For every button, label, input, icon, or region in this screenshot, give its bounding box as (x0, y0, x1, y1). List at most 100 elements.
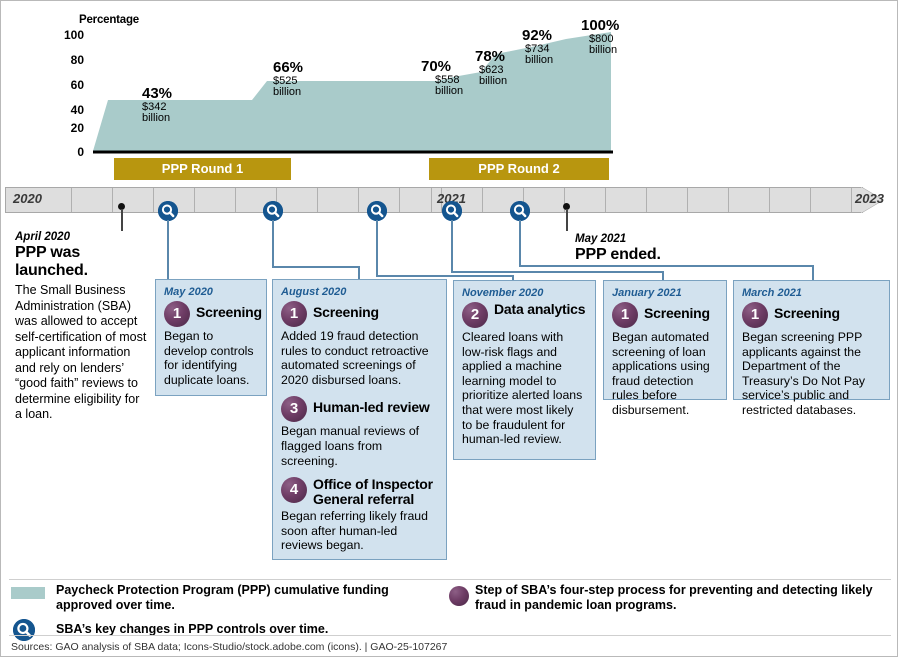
legend-magnifier-icon (13, 619, 35, 641)
event-stem-april-2020 (121, 209, 123, 231)
annotation-date: April 2020 (15, 231, 70, 243)
datalabel-amt-5b: billion (525, 54, 554, 66)
annotation-headline: PPP was launched. (15, 244, 88, 279)
annotation-may-2021: May 2021 PPP ended. (575, 233, 725, 264)
event-dot-april-2020 (118, 203, 125, 210)
card-november-2020[interactable]: November 2020 2 Data analytics Cleared l… (453, 280, 596, 460)
annotation-april-2020: April 2020 PPP was launched. The Small B… (15, 231, 147, 423)
ytick-100: 100 (63, 28, 84, 42)
datalabel-amt-3a: $558 (435, 74, 460, 86)
datalabel-amt-1a: $342 (142, 101, 167, 113)
connector-card-2-v2 (358, 266, 360, 279)
step-body: Began to develop controls for identifyin… (164, 329, 254, 387)
event-stem-may-2021 (566, 209, 568, 231)
datalabel-pct-1: 43% (142, 85, 173, 102)
connector-card-3-h (376, 275, 514, 277)
chart-axis-title: Percentage (79, 14, 140, 26)
connector-card-4-v1 (451, 220, 453, 272)
connector-card-5-v1 (519, 220, 521, 266)
legend-area-swatch (11, 587, 45, 599)
timeline: 2020 2021 2023 (5, 187, 895, 213)
datalabel-amt-5a: $734 (525, 43, 550, 55)
timeline-magnifier-icon-january-2021[interactable] (442, 201, 462, 221)
source-line: Sources: GAO analysis of SBA data; Icons… (11, 641, 448, 653)
step-body: Began referring likely fraud soon after … (281, 509, 428, 553)
step-title: Screening (196, 304, 262, 320)
card-date: May 2020 (164, 286, 213, 298)
datalabel-amt-3b: billion (435, 85, 464, 97)
step-body: Began manual reviews of flagged loans fr… (281, 424, 420, 468)
datalabel-amt-6b: billion (589, 44, 618, 56)
legend-step-label: Step of SBA’s four-step process for prev… (475, 583, 873, 612)
step-badge-icon: 1 (742, 302, 768, 328)
area-chart: Percentage 100 80 60 40 20 0 43% $342 bi… (1, 1, 899, 171)
step-badge-icon: 2 (462, 302, 488, 328)
connector-card-4-h (451, 271, 664, 273)
legend-area-label: Paycheck Protection Program (PPP) cumula… (56, 583, 389, 612)
event-dot-may-2021 (563, 203, 570, 210)
card-date: August 2020 (281, 286, 347, 298)
datalabel-amt-1b: billion (142, 112, 171, 124)
connector-card-1 (167, 220, 169, 279)
annotation-date-2: May 2021 (575, 233, 627, 245)
step-badge-icon: 3 (281, 396, 307, 423)
card-january-2021[interactable]: January 2021 1 Screening Began automated… (603, 280, 727, 417)
step-row: 4 Office of Inspector General referral (281, 477, 438, 507)
timeline-year-2020: 2020 (13, 191, 42, 206)
ytick-40: 40 (70, 103, 84, 117)
connector-card-5-h (519, 265, 814, 267)
step-badge-icon: 1 (612, 302, 638, 328)
ytick-0: 0 (77, 145, 84, 159)
datalabel-pct-3: 70% (421, 58, 452, 75)
datalabel-amt-2a: $525 (273, 75, 298, 87)
timeline-track (5, 187, 863, 213)
step-badge-icon: 1 (281, 301, 307, 327)
datalabel-pct-2: 66% (273, 59, 304, 76)
step-row: 1 Screening (612, 302, 718, 328)
legend-magnifier-label: SBA’s key changes in PPP controls over t… (56, 622, 329, 636)
timeline-year-2023: 2023 (855, 191, 884, 206)
ppp-round-2-bar: PPP Round 2 (429, 158, 609, 180)
timeline-magnifier-icon-march-2021[interactable] (510, 201, 530, 221)
legend-step-dot-icon (449, 586, 469, 606)
card-date: January 2021 (612, 287, 682, 299)
datalabel-amt-4b: billion (479, 75, 508, 87)
source-divider (9, 635, 891, 636)
card-date: March 2021 (742, 287, 802, 299)
connector-card-2-v1 (272, 220, 274, 267)
datalabel-pct-4: 78% (475, 48, 506, 65)
datalabel-pct-6: 100% (581, 17, 620, 34)
datalabel-amt-2b: billion (273, 86, 302, 98)
ppp-round-1-bar: PPP Round 1 (114, 158, 291, 180)
step-body: Began screening PPP applicants against t… (742, 330, 866, 417)
card-may-2020[interactable]: May 2020 1 Screening Began to develop co… (155, 279, 267, 396)
area-chart-shape (93, 32, 613, 154)
step-row: 2 Data analytics (462, 302, 587, 328)
card-august-2020[interactable]: August 2020 1 Screening Added 19 fraud d… (272, 279, 447, 560)
step-body: Cleared loans with low-risk flags and ap… (462, 330, 583, 447)
timeline-year-2021: 2021 (437, 191, 466, 206)
step-title: Screening (774, 305, 840, 321)
timeline-magnifier-icon-august-2020[interactable] (263, 201, 283, 221)
connector-card-3-v1 (376, 220, 378, 276)
timeline-magnifier-icon-november-2020[interactable] (367, 201, 387, 221)
connector-card-5-v2 (812, 265, 814, 280)
datalabel-amt-6a: $800 (589, 33, 614, 45)
connector-card-3-v2 (512, 275, 514, 280)
connector-card-2-h (272, 266, 360, 268)
step-body: Began automated screening of loan applic… (612, 330, 710, 417)
card-march-2021[interactable]: March 2021 1 Screening Began screening P… (733, 280, 890, 417)
datalabel-amt-4a: $623 (479, 64, 504, 76)
step-title: Screening (313, 304, 379, 320)
step-badge-icon: 1 (164, 301, 190, 327)
card-date: November 2020 (462, 287, 544, 299)
ytick-60: 60 (70, 78, 84, 92)
step-title: Screening (644, 305, 710, 321)
legend-divider (9, 579, 891, 580)
step-body: Added 19 fraud detection rules to conduc… (281, 329, 429, 387)
ytick-80: 80 (70, 53, 84, 67)
step-row: 3 Human-led review (281, 396, 438, 423)
timeline-magnifier-icon-may-2020[interactable] (158, 201, 178, 221)
ytick-20: 20 (70, 121, 84, 135)
